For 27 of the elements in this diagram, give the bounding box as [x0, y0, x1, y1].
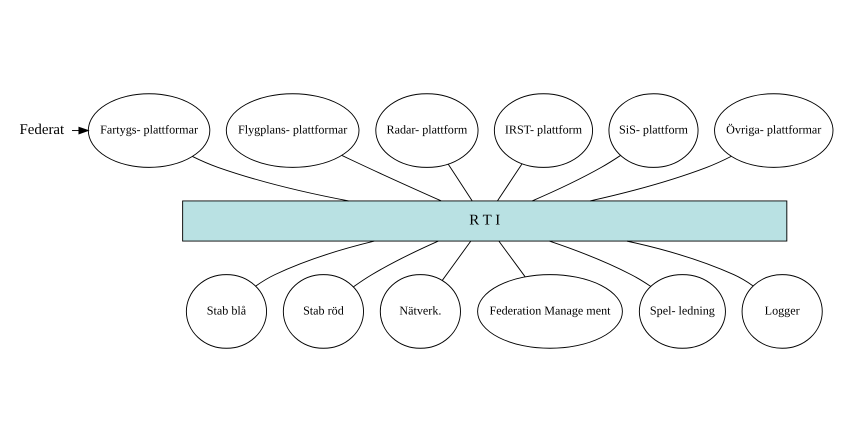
node-circle: Logger	[742, 274, 823, 349]
node-ellipse: IRST- plattform	[494, 93, 594, 168]
connector	[255, 240, 375, 286]
node-ellipse: Radar- plattform	[375, 93, 478, 168]
connector	[626, 240, 754, 286]
node-ellipse: Fartygs- plattformar	[88, 93, 210, 168]
connector	[353, 240, 439, 288]
node-text: Federat	[20, 122, 64, 138]
node-ellipse: Övriga- plattformar	[714, 93, 834, 168]
connector	[498, 240, 526, 278]
connector	[448, 164, 473, 202]
node-ellipse: Federation Manage ment	[477, 274, 623, 349]
connector	[341, 154, 442, 202]
arrow	[72, 126, 90, 134]
connector	[497, 163, 523, 202]
connector	[442, 240, 472, 281]
connector	[532, 155, 621, 202]
connector	[192, 156, 350, 202]
node-ellipse: Flygplans- plattformar	[226, 93, 360, 168]
connector	[548, 240, 652, 287]
node-ellipse: Spel- ledning	[638, 274, 726, 349]
node-circle: Stab blå	[186, 274, 268, 349]
node-box: R T I	[182, 200, 788, 242]
node-circle: Stab röd	[282, 274, 364, 349]
connector	[590, 156, 732, 202]
node-ellipse: SiS- plattform	[608, 93, 699, 168]
node-circle: Nätverk.	[380, 274, 461, 349]
